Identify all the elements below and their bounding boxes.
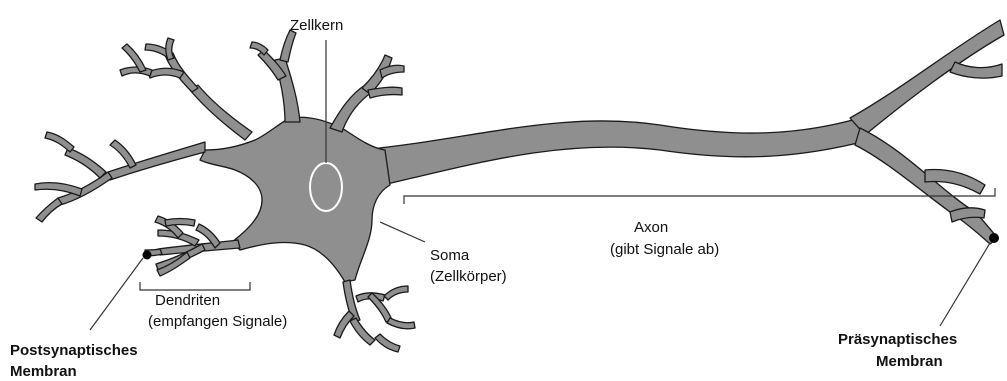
presynaptic-arrow-line xyxy=(940,243,990,326)
axon-bracket xyxy=(404,188,995,204)
soma-label: Soma xyxy=(430,247,470,264)
presynaptic-label-line2: Membran xyxy=(876,353,943,370)
postsynaptic-label-line2: Membran xyxy=(10,363,77,380)
postsynaptic-dot xyxy=(143,251,152,260)
soma-leader-line xyxy=(380,222,425,242)
axon-terminal xyxy=(850,20,1004,244)
dendrites-bracket xyxy=(140,282,250,290)
presynaptic-dot xyxy=(989,233,999,243)
nucleus-label: Zellkern xyxy=(290,17,343,34)
postsynaptic-label-line1: Postsynaptisches xyxy=(10,342,138,359)
presynaptic-label-line1: Präsynaptisches xyxy=(838,331,957,348)
soma-and-dendrites xyxy=(35,30,415,352)
axon-sublabel: (gibt Signale ab) xyxy=(610,241,719,258)
postsynaptic-arrow-line xyxy=(90,258,143,330)
soma xyxy=(200,117,390,282)
soma-sublabel: (Zellkörper) xyxy=(430,268,507,285)
dendrites-label: Dendriten xyxy=(155,292,220,309)
axon xyxy=(360,118,870,188)
axon-label: Axon xyxy=(634,219,668,236)
dendrites-sublabel: (empfangen Signale) xyxy=(148,313,287,330)
